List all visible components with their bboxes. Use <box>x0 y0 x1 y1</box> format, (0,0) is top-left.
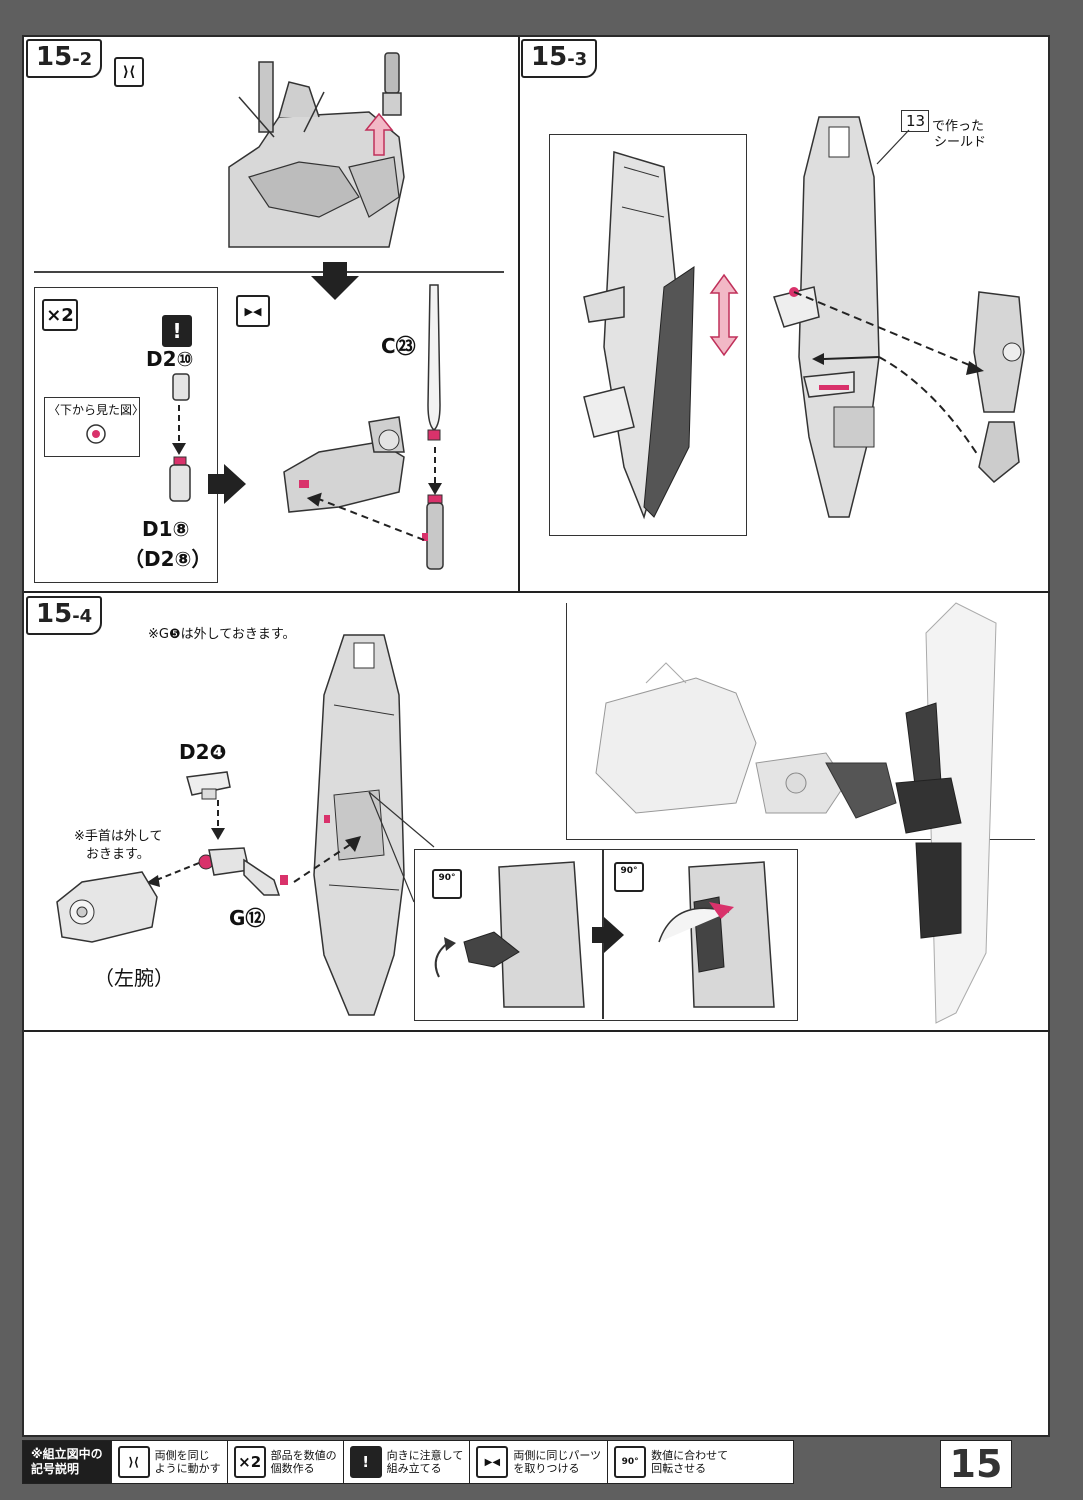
rod-part-illustration <box>427 284 441 441</box>
forearm-illustration <box>283 416 405 513</box>
rotate-90-icon: 90° <box>614 1446 647 1478</box>
rotation-step2-illustration <box>658 861 775 1008</box>
inset-leader-lines <box>368 791 435 903</box>
legend-text: 両側を同じ <box>154 1449 210 1462</box>
separator-line <box>34 271 504 273</box>
legend-text: ように動かす <box>154 1462 221 1475</box>
both-sides-attach-icon: ▶◀ <box>476 1446 509 1478</box>
legend-text: を取りつける <box>513 1462 580 1475</box>
up-arrow-icon <box>364 112 394 156</box>
rotation-step1-illustration <box>434 861 585 1008</box>
part-label-d2-4: D2❹ <box>179 740 227 764</box>
legend-text: 両側に同じパーツ <box>513 1449 602 1462</box>
right-step-arrow-icon-2 <box>592 917 624 953</box>
ref-number: 13 <box>906 112 926 130</box>
connect-dashed-arrow <box>306 492 425 541</box>
attach-dashed-arrows <box>793 291 984 458</box>
right-step-arrow-icon <box>208 464 246 504</box>
part-label-d2-10: D2⑩ <box>146 347 194 371</box>
legend-item-both-attach: ▶◀ 両側に同じパーツを取りつける <box>469 1441 607 1483</box>
cap-part-illustration <box>186 771 231 800</box>
legend-text: 向きに注意して <box>386 1449 464 1462</box>
divider-top-horizontal <box>24 591 1050 593</box>
note-remove-g5: ※G❺は外しておきます。 <box>148 627 296 642</box>
step-label-15-2: 15-2 <box>26 39 103 78</box>
caution-icon: ! <box>162 315 192 347</box>
rotation-detail-box <box>414 849 798 1021</box>
step-main: 15 <box>36 42 73 72</box>
bottom-view-box <box>44 397 140 457</box>
caution-icon: ! <box>349 1446 382 1478</box>
bottom-view-label: 〈下から見た図〉 <box>48 403 145 417</box>
rod-joint-illustration <box>422 494 444 570</box>
legend-header: ※組立図中の 記号説明 <box>23 1441 111 1483</box>
times-two-icon: ×2 <box>42 299 78 331</box>
legend-item-times: ×2 部品を数値の個数作る <box>226 1441 343 1483</box>
detail-view-box <box>549 134 747 536</box>
note-wrist-line1: ※手首は外して <box>74 829 163 844</box>
hinge-part-illustration <box>198 847 288 896</box>
legend-text: 部品を数値の <box>270 1449 337 1462</box>
divider-middle-horizontal <box>24 1030 1050 1032</box>
step-main: 15 <box>531 42 568 72</box>
legend-text: 数値に合わせて <box>651 1449 729 1462</box>
cap-down-arrow <box>211 800 225 840</box>
subassembly-box <box>34 287 218 583</box>
shield-dashed-arrow <box>293 836 361 883</box>
instruction-sheet: 15-2 ⟩⟨ ×2 ! D2⑩ 〈下から見た図〉 <box>22 35 1050 1437</box>
arm-illustration <box>973 291 1025 484</box>
left-arm-label: （左腕） <box>94 966 174 990</box>
bottom-view-circle <box>86 424 106 444</box>
legend-item-caution: ! 向きに注意して組み立てる <box>342 1441 470 1483</box>
left-forearm-illustration <box>56 871 158 943</box>
step-sub: -3 <box>567 49 588 70</box>
move-both-sides-icon: ⟩⟨ <box>117 1446 150 1478</box>
note-wrist-line2: おきます。 <box>86 847 150 862</box>
photo-frame <box>566 603 1035 840</box>
step-sub: -2 <box>72 49 93 70</box>
ref-leader-line <box>876 129 910 165</box>
legend-item-move-both: ⟩⟨ 両側を同じように動かす <box>110 1441 227 1483</box>
completed-model-photo <box>595 602 997 1024</box>
shield-large-illustration <box>313 634 405 1016</box>
joint-part-illustration <box>169 456 191 502</box>
move-both-sides-icon: ⟩⟨ <box>114 57 144 87</box>
times-two-icon: ×2 <box>233 1446 266 1478</box>
head-illustration <box>228 61 405 248</box>
legend-text: 回転させる <box>651 1462 707 1475</box>
legend-header-line1: ※組立図中の <box>31 1447 103 1461</box>
ref-text-line2: シールド <box>934 135 987 150</box>
step-label-15-3: 15-3 <box>521 39 598 78</box>
part-label-c23: C㉓ <box>381 334 416 358</box>
rod-down-arrow <box>428 447 442 495</box>
down-step-arrow-icon <box>311 262 359 300</box>
symbol-legend: ※組立図中の 記号説明 ⟩⟨ 両側を同じように動かす ×2 部品を数値の個数作る… <box>22 1440 794 1484</box>
shield-side-illustration <box>583 151 695 520</box>
step-sub: -4 <box>72 606 93 627</box>
part-label-d1-8: D1⑧ <box>142 517 190 541</box>
rotate-90-icon-2: 90° <box>614 862 644 892</box>
assembly-arrow-down <box>172 405 186 455</box>
part-label-d2-8: （D2⑧） <box>124 547 212 571</box>
legend-text: 組み立てる <box>386 1462 442 1475</box>
ref-number-box <box>901 110 929 132</box>
peg-part-illustration <box>172 373 190 401</box>
page-number: 15 <box>940 1440 1012 1488</box>
part-label-g12: G⑫ <box>229 906 266 930</box>
step-main: 15 <box>36 599 73 629</box>
step-label-15-4: 15-4 <box>26 596 103 635</box>
antenna-part-illustration <box>382 52 402 116</box>
legend-header-line2: 記号説明 <box>31 1462 80 1476</box>
shield-front-illustration <box>773 116 880 518</box>
up-down-arrow-icon <box>709 273 739 357</box>
legend-text: 個数作る <box>270 1462 315 1475</box>
ref-text-line1: で作った <box>932 119 985 134</box>
rotate-90-icon-1: 90° <box>432 869 462 899</box>
legend-item-rotate: 90° 数値に合わせて回転させる <box>607 1441 734 1483</box>
divider-top-vertical <box>518 37 520 593</box>
both-sides-attach-icon: ▶◀ <box>236 295 270 327</box>
